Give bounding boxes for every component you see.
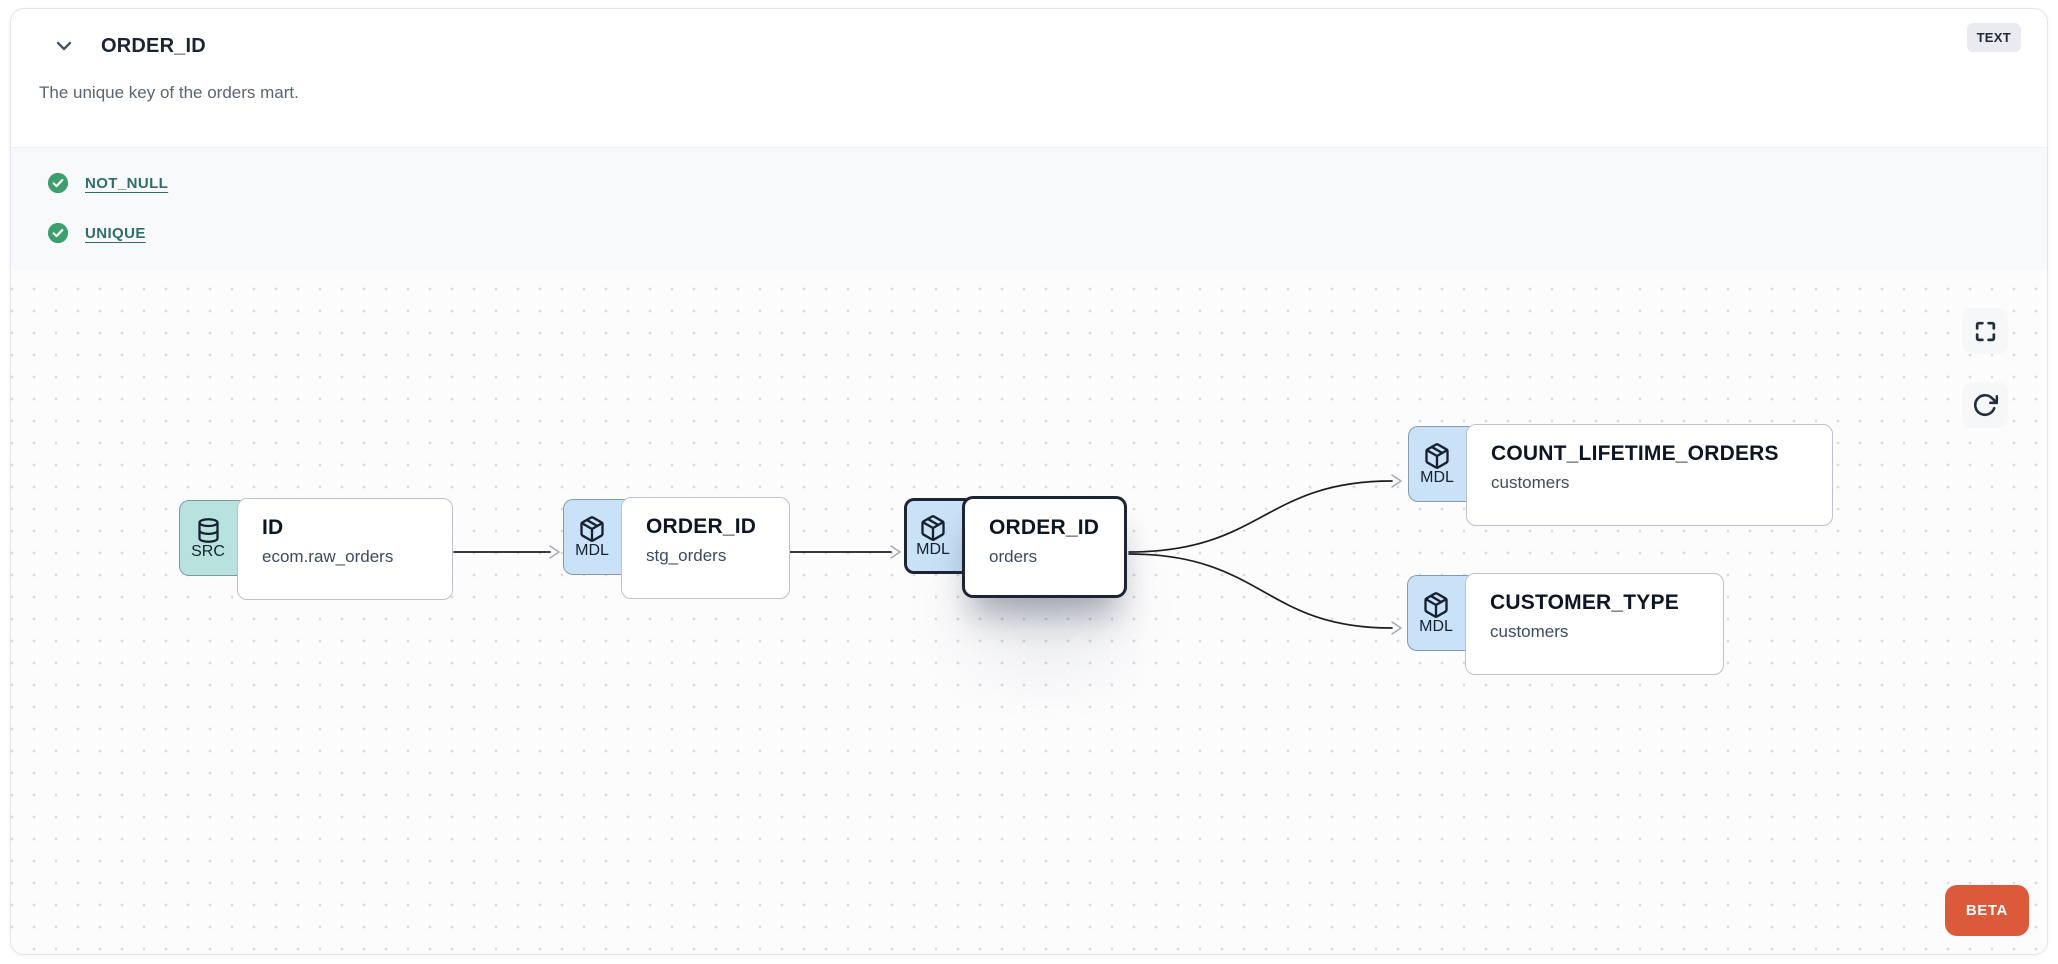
node-subtitle: customers — [1490, 622, 1569, 641]
node-body: ORDER_ID stg_orders — [621, 497, 790, 599]
collapse-toggle-button[interactable] — [51, 33, 77, 59]
cube-icon — [578, 515, 606, 543]
lineage-edges — [453, 474, 1402, 635]
fullscreen-button[interactable] — [1962, 308, 2008, 354]
column-details-card: ORDER_ID TEXT The unique key of the orde… — [10, 8, 2048, 955]
node-title: ID — [262, 516, 284, 539]
test-link-unique[interactable]: UNIQUE — [85, 224, 146, 242]
node-type-label: MDL — [1420, 469, 1454, 486]
node-title: CUSTOMER_TYPE — [1490, 591, 1679, 614]
lineage-node-count-lifetime-orders[interactable]: MDL COUNT_LIFETIME_ORDERS customers — [1408, 424, 1833, 526]
node-type-label: MDL — [1419, 618, 1453, 635]
cube-icon — [1423, 442, 1451, 470]
tests-section: NOT_NULL UNIQUE — [11, 147, 2047, 273]
arrowhead-icon — [890, 545, 901, 559]
check-circle-icon — [47, 172, 69, 194]
node-type-label: SRC — [191, 542, 225, 560]
refresh-button[interactable] — [1962, 382, 2008, 428]
node-body: CUSTOMER_TYPE customers — [1465, 573, 1724, 675]
node-type-label: MDL — [916, 540, 950, 558]
arrowhead-icon — [1391, 621, 1402, 635]
edge-orders-to-ctype — [1128, 553, 1393, 629]
cube-icon — [919, 514, 947, 542]
refresh-icon — [1972, 392, 1998, 418]
column-type-badge: TEXT — [1966, 23, 2021, 52]
chevron-down-icon — [52, 34, 76, 58]
edge-orders-to-count — [1128, 480, 1393, 553]
node-type-label: MDL — [575, 542, 609, 559]
lineage-canvas[interactable]: SRC ID ecom.raw_orders MDL ORDER_ID stg_… — [11, 270, 2047, 954]
database-icon — [195, 517, 222, 544]
node-title: ORDER_ID — [646, 515, 757, 538]
node-body: COUNT_LIFETIME_ORDERS customers — [1466, 424, 1833, 526]
test-row: UNIQUE — [47, 218, 2047, 248]
lineage-node-source-id[interactable]: SRC ID ecom.raw_orders — [179, 498, 453, 600]
header: ORDER_ID TEXT — [11, 9, 2047, 65]
lineage-node-stg-orders[interactable]: MDL ORDER_ID stg_orders — [563, 497, 790, 599]
beta-badge: BETA — [1944, 885, 2029, 936]
node-subtitle: customers — [1491, 473, 1570, 492]
node-body: ID ecom.raw_orders — [237, 498, 453, 600]
node-subtitle: orders — [989, 547, 1038, 566]
cube-icon — [1422, 591, 1450, 619]
node-title: COUNT_LIFETIME_ORDERS — [1491, 442, 1779, 465]
node-subtitle: ecom.raw_orders — [262, 547, 394, 566]
lineage-node-customer-type[interactable]: MDL CUSTOMER_TYPE customers — [1407, 573, 1724, 675]
column-description: The unique key of the orders mart. — [39, 83, 299, 102]
column-title: ORDER_ID — [101, 34, 206, 57]
check-circle-icon — [47, 222, 69, 244]
test-row: NOT_NULL — [47, 168, 2047, 198]
lineage-node-orders-selected[interactable]: MDL ORDER_ID orders — [904, 496, 1127, 598]
arrowhead-icon — [549, 545, 560, 559]
fullscreen-icon — [1973, 319, 1998, 344]
arrowhead-icon — [1391, 474, 1402, 488]
node-body: ORDER_ID orders — [962, 496, 1127, 598]
node-title: ORDER_ID — [989, 516, 1100, 539]
node-subtitle: stg_orders — [646, 546, 727, 565]
test-link-not-null[interactable]: NOT_NULL — [85, 174, 169, 192]
